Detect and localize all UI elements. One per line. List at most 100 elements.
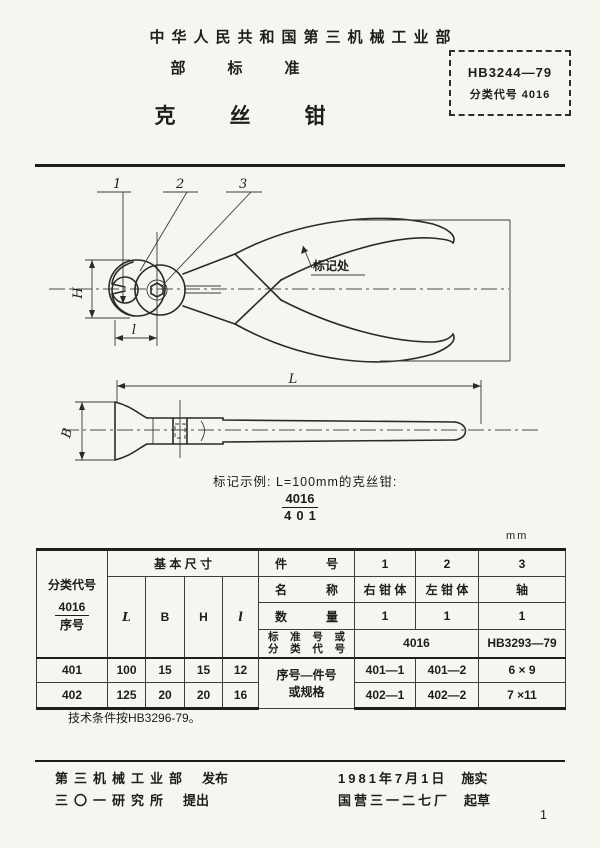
dim-L-label: L [288, 372, 298, 387]
standard-type-label: 部标准 [170, 60, 342, 77]
class-code-header: 分类代号 [47, 578, 96, 593]
row-label-name: 名 称 [258, 576, 355, 603]
wedge-top-edge [182, 253, 236, 275]
page-number: 1 [540, 808, 547, 822]
dim-l-label: l [132, 323, 136, 338]
part-no-2-cell: 2 [415, 548, 479, 577]
marking-note-label: 标记处 [312, 258, 350, 273]
dim-B-cell: 20 [145, 682, 185, 710]
flare-bottom [114, 443, 148, 461]
upper-handle-inner [280, 237, 454, 281]
lower-beak-edge [111, 293, 134, 317]
row-label-qty: 数 量 [258, 602, 355, 630]
marking-fraction-numerator: 4016 [281, 491, 319, 508]
classification-code: 分类代号 4016 [469, 88, 551, 101]
proposer-name: 三〇一研究所 [55, 793, 170, 808]
series-code-cell: 402 [36, 682, 108, 710]
marking-note-arrow [301, 246, 308, 254]
proposer-action: 提出 [183, 793, 210, 808]
dim-L-cell: 100 [107, 656, 146, 683]
publisher-action: 发布 [202, 771, 229, 786]
lower-handle-inner [280, 299, 454, 343]
part-callout-3: 3 [239, 177, 247, 192]
technical-conditions-note: 技术条件按HB3296-79。 [68, 711, 201, 725]
callout-1-arrow [120, 296, 126, 304]
dim-B-label: B [59, 427, 76, 441]
drafter-name: 国营三一二七厂 [338, 793, 451, 808]
serial-part-2-cell: 401—2 [415, 656, 479, 683]
ministry-title: 中华人民共和国第三机械工业部 [149, 29, 458, 46]
table-row: 401 100 15 15 12 序号—件号 或规格 401—1 401—2 6… [36, 656, 566, 709]
lower-handle-outer [234, 323, 455, 363]
serial-part-1-cell: 402—1 [354, 682, 416, 710]
row-label-part-no: 件 号 [258, 548, 355, 577]
qty-3-cell: 1 [478, 602, 566, 630]
dim-l-cell: 16 [222, 682, 259, 710]
part-callout-2: 2 [175, 177, 184, 192]
publisher-name: 第三机械工业部 [55, 771, 189, 786]
footer-divider [35, 760, 565, 762]
table-row: 分类代号 4016 序号 基 本 尺 寸 件 号 1 2 3 [36, 548, 566, 658]
dim-H-cell: 20 [184, 682, 223, 710]
dim-l-cell: 12 [222, 656, 259, 683]
col-header-H: H [184, 576, 223, 658]
footer-proposer-line: 三〇一研究所 提出 [55, 790, 209, 809]
name-2-cell: 左 钳 体 [415, 576, 479, 603]
pivot-hex-rivet [150, 282, 164, 298]
implement-action: 施实 [461, 771, 488, 786]
flare-top [114, 401, 148, 419]
pliers-side-view-figure: L B [59, 372, 540, 461]
class-code-fraction: 4016 序号 [54, 600, 90, 633]
upper-beak-edge [111, 261, 134, 285]
std-code-3-cell: HB3293—79 [478, 629, 566, 658]
table-unit-label: mm [506, 530, 529, 542]
dim-L-cell: 125 [107, 682, 146, 710]
part-no-1-cell: 1 [354, 548, 416, 577]
right-jaw-lobe [134, 264, 186, 316]
dim-H-label: H [71, 287, 86, 300]
qty-2-cell: 1 [415, 602, 479, 630]
handle-end-cap [454, 421, 467, 441]
spec-size-cell: 6 × 9 [478, 656, 566, 683]
callout-2-leader [139, 191, 188, 272]
part-callout-1: 1 [113, 177, 121, 192]
standard-code-box: HB3244—79 分类代号 4016 [449, 50, 571, 116]
marking-example-text: 标记示例: L=100mm的克丝钳: [213, 475, 398, 489]
col-header-B: B [145, 576, 185, 658]
footer-implement-line: 1981年7月1日 施实 [338, 768, 487, 787]
cross-line-a [234, 253, 282, 301]
basic-dims-header-cell: 基 本 尺 寸 [107, 548, 259, 577]
pliers-top-view-figure: 1 2 3 标记处 H l [49, 177, 511, 363]
handle-top-edge [222, 417, 456, 423]
upper-handle-outer [234, 217, 455, 255]
col-header-l: l [222, 576, 259, 658]
name-1-cell: 右 钳 体 [354, 576, 416, 603]
serial-part-1-cell: 401—1 [354, 656, 416, 683]
table-row: L B H l 名 称 右 钳 体 左 钳 体 轴 [37, 576, 566, 658]
document-title: 克丝钳 [154, 105, 380, 128]
standard-code: HB3244—79 [467, 64, 553, 80]
serial-label-cell: 序号—件号 或规格 [258, 656, 355, 709]
handle-bottom-edge [222, 439, 456, 445]
callout-3-leader [160, 191, 252, 288]
wedge-bottom-edge [182, 305, 236, 325]
implement-date: 1981年7月1日 [338, 771, 448, 786]
class-fraction-top: 4016 [54, 600, 90, 617]
serial-label-line2: 或规格 [288, 685, 325, 700]
marking-fraction-denominator: 401 [284, 508, 321, 523]
jaw-inner-circle [111, 276, 139, 304]
header-divider [35, 164, 565, 167]
table-row: 标 准 号 或 分 类 代 号 4016 HB3293—79 [37, 629, 566, 658]
series-code-cell: 401 [36, 656, 108, 683]
footer-publisher-line: 第三机械工业部 发布 [55, 768, 228, 787]
std-code-span-cell: 4016 [354, 629, 479, 658]
class-fraction-bottom: 序号 [59, 618, 84, 633]
drafter-action: 起草 [464, 793, 491, 808]
table-row: 402 125 20 20 16 402—1 402—2 7 ×11 [36, 682, 566, 710]
col-header-L: L [107, 576, 146, 658]
footer-drafter-line: 国营三一二七厂 起草 [338, 790, 490, 809]
class-code-header-cell: 分类代号 4016 序号 [36, 548, 108, 658]
joint-arc-detail [200, 420, 205, 442]
cross-line-b [234, 279, 282, 325]
